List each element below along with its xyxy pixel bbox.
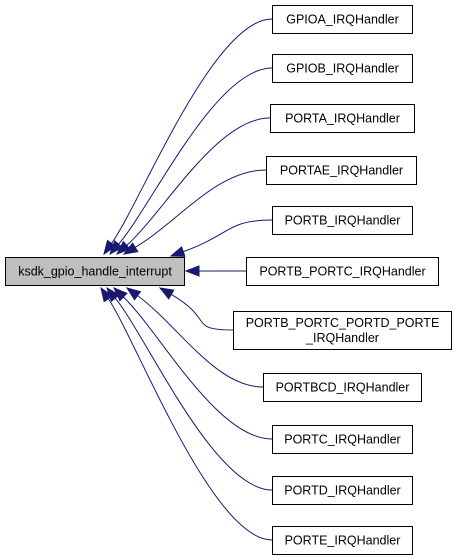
- edge-portd-line: [114, 297, 273, 491]
- node-portb-portc[interactable]: PORTB_PORTC_IRQHandler: [246, 257, 439, 286]
- node-portc-label: PORTC_IRQHandler: [284, 433, 400, 447]
- edge-portae: [122, 169, 267, 255]
- node-portbcd[interactable]: PORTBCD_IRQHandler: [263, 373, 422, 402]
- node-gpioa-label: GPIOA_IRQHandler: [286, 13, 399, 27]
- node-gpiob-label: GPIOB_IRQHandler: [286, 62, 399, 76]
- edges: [100, 18, 273, 541]
- edge-portae-line: [134, 169, 267, 248]
- edge-porta: [115, 117, 271, 255]
- edge-portb: [169, 219, 273, 257]
- node-porta[interactable]: PORTA_IRQHandler: [270, 104, 415, 133]
- node-portbcd-box: [263, 373, 422, 402]
- node-gpiob[interactable]: GPIOB_IRQHandler: [272, 54, 413, 83]
- edge-porte-line: [107, 298, 273, 541]
- edge-portb-portc: [184, 265, 246, 277]
- node-porta-box: [270, 104, 415, 133]
- edge-gpioa-line: [111, 18, 273, 244]
- edge-gpiob-line: [118, 67, 273, 245]
- edge-porta-arrowhead: [115, 240, 131, 255]
- edge-portae-arrowhead: [122, 242, 139, 255]
- edge-portb-portc-arrowhead: [184, 265, 200, 277]
- node-portb[interactable]: PORTB_IRQHandler: [272, 206, 413, 235]
- edge-portb-portc-portd-porte: [158, 287, 234, 331]
- edge-portb-portc-portd-porte-line: [171, 294, 234, 331]
- edge-portbcd: [125, 287, 264, 388]
- node-portb-portc-portd-porte[interactable]: PORTB_PORTC_PORTD_PORTE_IRQHandler: [233, 311, 452, 350]
- edge-portb-arrowhead: [169, 246, 186, 257]
- edge-gpiob: [109, 67, 273, 256]
- node-ksdk-gpio-handle-interrupt-box: [5, 257, 185, 286]
- node-portd-label: PORTD_IRQHandler: [284, 484, 400, 498]
- edge-portbcd-arrowhead: [125, 287, 142, 301]
- node-portae-box: [266, 156, 417, 185]
- node-portae-label: PORTAE_IRQHandler: [280, 164, 403, 178]
- node-portd[interactable]: PORTD_IRQHandler: [272, 476, 413, 505]
- edge-portc-line: [123, 296, 273, 440]
- node-porte-label: PORTE_IRQHandler: [285, 534, 401, 548]
- node-portc-box: [272, 425, 413, 454]
- node-portb-portc-label: PORTB_PORTC_IRQHandler: [259, 265, 425, 279]
- node-portd-box: [272, 476, 413, 505]
- node-portb-portc-box: [246, 257, 439, 286]
- node-portb-box: [272, 206, 413, 235]
- node-portb-portc-portd-porte-label: PORTB_PORTC_PORTD_PORTE: [246, 316, 440, 330]
- node-portb-label: PORTB_IRQHandler: [285, 214, 401, 228]
- node-gpioa-box: [272, 5, 413, 34]
- edge-porta-line: [126, 117, 271, 246]
- edge-porte: [100, 286, 273, 541]
- edge-gpioa: [103, 18, 273, 256]
- edge-portb-line: [183, 219, 273, 253]
- node-porta-label: PORTA_IRQHandler: [285, 112, 400, 126]
- node-porte[interactable]: PORTE_IRQHandler: [272, 526, 413, 555]
- node-portbcd-label: PORTBCD_IRQHandler: [276, 381, 410, 395]
- edge-portb-portc-portd-porte-arrowhead: [158, 287, 175, 300]
- edge-porte-arrowhead: [100, 286, 114, 303]
- edge-portbcd-line: [137, 295, 264, 388]
- edge-gpiob-arrowhead: [109, 240, 124, 256]
- node-ksdk-gpio-handle-interrupt[interactable]: ksdk_gpio_handle_interrupt: [5, 257, 185, 286]
- node-portae[interactable]: PORTAE_IRQHandler: [266, 156, 417, 185]
- nodes: ksdk_gpio_handle_interrupt GPIOA_IRQHandl…: [5, 5, 452, 555]
- node-portc[interactable]: PORTC_IRQHandler: [272, 425, 413, 454]
- node-ksdk-gpio-handle-interrupt-label: ksdk_gpio_handle_interrupt: [18, 265, 172, 279]
- node-gpioa[interactable]: GPIOA_IRQHandler: [272, 5, 413, 34]
- node-porte-box: [272, 526, 413, 555]
- node-gpiob-box: [272, 54, 413, 83]
- edge-gpioa-arrowhead: [103, 239, 117, 256]
- node-portb-portc-portd-porte-label-line2: _IRQHandler: [305, 331, 379, 345]
- node-portb-portc-portd-porte-box: [233, 311, 452, 350]
